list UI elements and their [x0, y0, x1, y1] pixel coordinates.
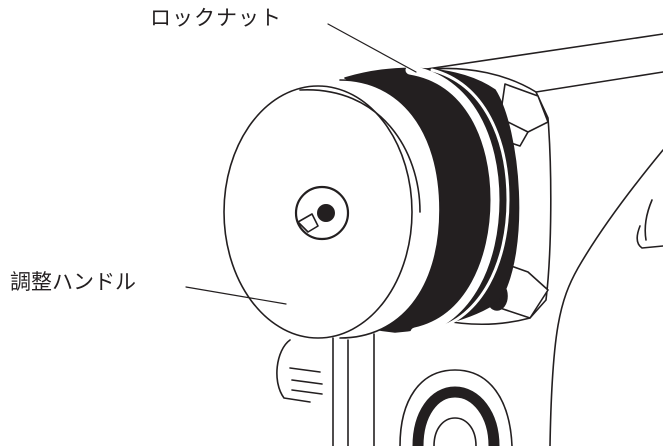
lock-nut-leader [327, 23, 417, 73]
adjust-handle [223, 79, 441, 339]
lock-nut-label: ロックナット [150, 6, 282, 30]
adjust-handle-label: 調整ハンドル [10, 270, 136, 294]
lower-knob [276, 339, 323, 403]
shaft [332, 333, 375, 446]
adjust-handle-leader [185, 286, 287, 305]
bottom-boss [399, 369, 513, 446]
machine-body [419, 33, 663, 446]
